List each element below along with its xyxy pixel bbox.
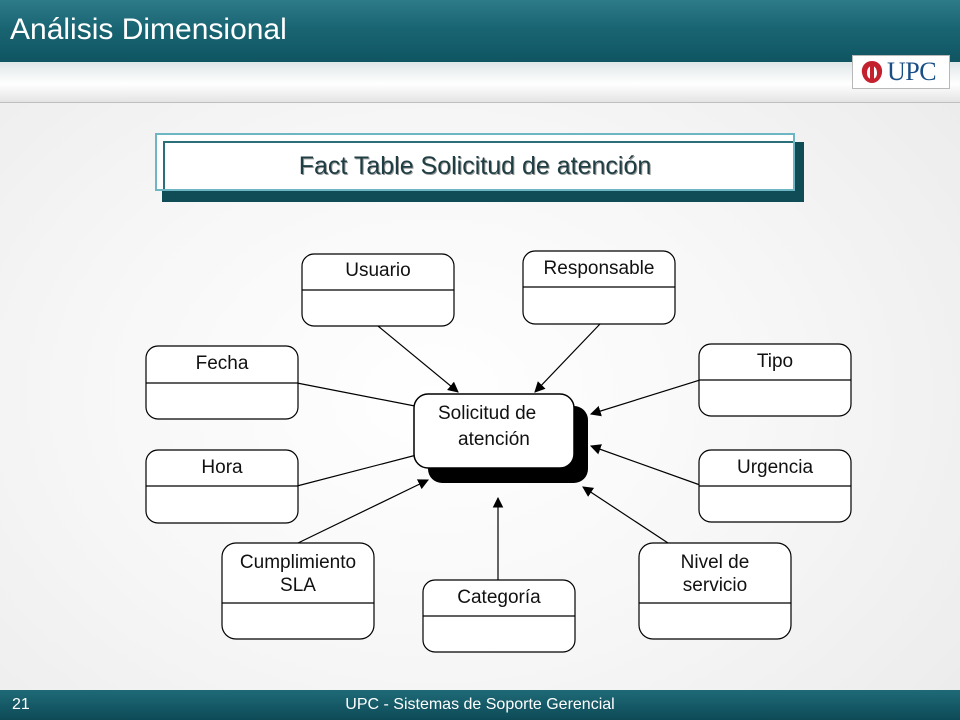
fact-label-line1: Solicitud de xyxy=(438,403,537,424)
header-band xyxy=(0,62,960,103)
entity-label-nivel-line2: servicio xyxy=(682,575,748,596)
entity-boxes xyxy=(145,250,852,653)
page-number: 21 xyxy=(12,696,30,713)
entity-label-urgencia: Urgencia xyxy=(736,457,814,478)
entity-label-tipo: Tipo xyxy=(756,351,794,372)
entity-label-categoria: Categoría xyxy=(457,587,541,608)
slide-header: Análisis Dimensional xyxy=(0,0,960,62)
connector-hora xyxy=(296,449,430,487)
entity-label-responsable: Responsable xyxy=(543,258,655,279)
upc-logo: UPC xyxy=(852,55,950,89)
connectors xyxy=(296,323,701,580)
connector-tipo xyxy=(589,379,701,417)
entity-label-cumplimiento-line1: Cumplimiento xyxy=(239,552,357,573)
upc-logo-text: UPC xyxy=(887,57,937,86)
fact-box xyxy=(413,393,588,483)
entity-label-cumplimiento-line2: SLA xyxy=(280,575,316,596)
connector-fecha xyxy=(296,382,427,412)
entity-box-nivel-servicio xyxy=(638,542,792,640)
entity-label-hora: Hora xyxy=(201,457,243,478)
entity-box-cumplimiento xyxy=(221,542,375,640)
connector-urgencia xyxy=(589,444,701,486)
entity-label-nivel-line1: Nivel de xyxy=(680,552,750,573)
slide-footer: 21 UPC - Sistemas de Soporte Gerencial xyxy=(0,690,960,720)
connector-responsable xyxy=(534,323,601,393)
entity-label-usuario: Usuario xyxy=(345,260,411,281)
title-box: Fact Table Solicitud de atención xyxy=(155,133,795,191)
connector-cumplimiento xyxy=(297,479,429,544)
connector-usuario xyxy=(377,325,459,393)
slide-title: Fact Table Solicitud de atención xyxy=(298,152,652,180)
upc-emblem-icon xyxy=(861,61,883,83)
entity-label-fecha: Fecha xyxy=(195,353,249,374)
slide-section-title: Análisis Dimensional xyxy=(10,13,287,46)
connector-nivel xyxy=(582,486,669,544)
fact-label-line2: atención xyxy=(458,429,530,450)
footer-text: UPC - Sistemas de Soporte Gerencial xyxy=(345,696,615,713)
